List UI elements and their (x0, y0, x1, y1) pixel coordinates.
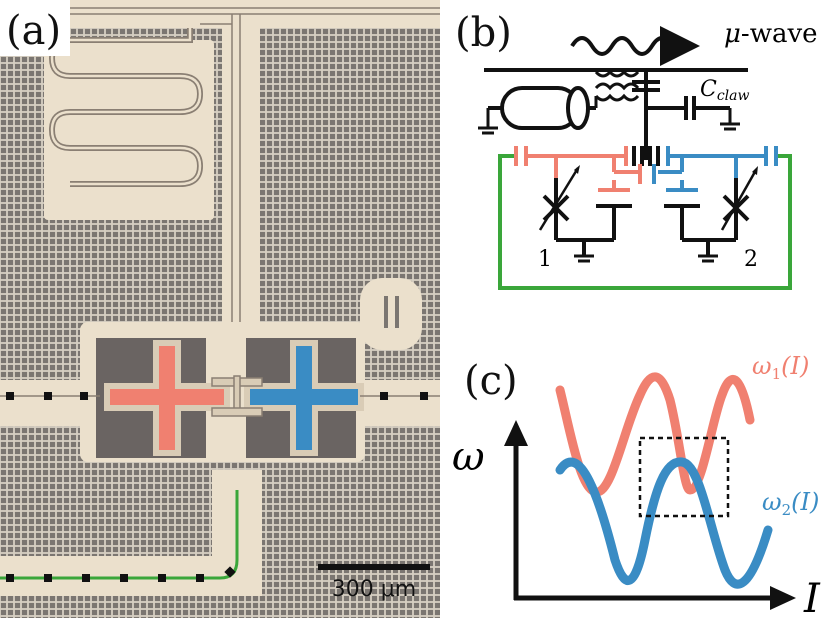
panel-c: (c) ω I ω1(I) ω2(I) (452, 352, 821, 618)
meander-resonator-pad (44, 40, 214, 220)
qubit2-circuit (652, 146, 778, 192)
bus-resonator-loop (498, 154, 792, 290)
omega2-label: ω2(I) (762, 488, 819, 519)
claw-coupler (211, 375, 263, 417)
omega1-label: ω1(I) (752, 352, 809, 383)
panel-a-label-bg (0, 0, 70, 56)
panel-a-label: (a) (6, 8, 61, 54)
panel-a: 300 μm (a) (0, 0, 440, 618)
inductive-coupler (594, 69, 640, 108)
resonator-strip (222, 20, 260, 350)
qubit1-label: 1 (538, 247, 552, 272)
qubit2-cross (244, 340, 364, 456)
x-axis-arrowhead (770, 586, 796, 610)
avoided-crossing-box (638, 436, 730, 518)
microwave-arrow (570, 26, 700, 66)
airbridges-top (6, 392, 428, 400)
scale-bar (318, 564, 430, 570)
panel-b-label: (b) (455, 10, 512, 56)
claw-capacitor (646, 96, 740, 131)
claw-capacitor-label: Cclaw (700, 77, 750, 104)
scale-bar-label: 300 μm (332, 577, 416, 602)
qubit2-junction (664, 166, 758, 263)
y-axis-label: ω (452, 434, 485, 480)
panel-b: (b) μ-wave (455, 10, 818, 290)
x-axis-label: I (803, 576, 821, 618)
y-axis-arrowhead (504, 420, 528, 446)
bus-horizontal-metal (0, 556, 262, 596)
microwave-label: μ-wave (724, 19, 818, 49)
ii-test-pad (360, 278, 422, 350)
coax-cable-icon (478, 86, 596, 135)
qubit1-cross-horizontal (110, 389, 224, 405)
qubit1-circuit (514, 146, 642, 192)
airbridges-bottom (6, 566, 236, 582)
qubit2-label: 2 (744, 247, 758, 272)
qubit1-cross (104, 340, 230, 456)
central-coupling-caps (632, 146, 660, 166)
qubit2-cross-horizontal (250, 389, 358, 405)
qubit1-junction (538, 165, 632, 263)
omega2-curve (555, 457, 773, 589)
panel-c-label: (c) (464, 358, 518, 404)
